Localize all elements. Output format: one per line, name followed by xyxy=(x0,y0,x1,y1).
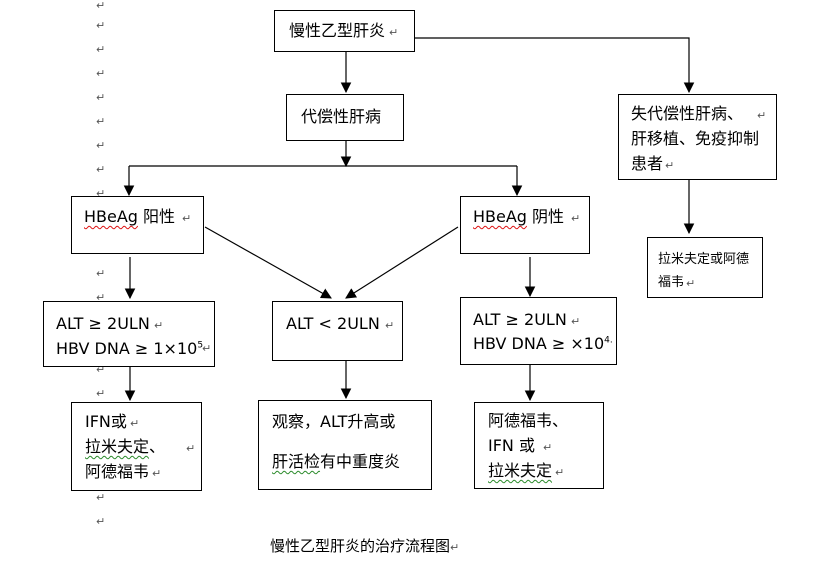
node-label: HBeAg 阳性 xyxy=(84,209,175,225)
paragraph-mark: ↵ xyxy=(96,19,106,32)
node-compensated-liver-disease: 代偿性肝病 xyxy=(286,94,404,141)
node-alt-low: ALT < 2ULN ↵ xyxy=(272,301,403,361)
figure-caption: 慢性乙型肝炎的治疗流程图↵ xyxy=(270,539,459,554)
node-label-line1: ALT ≥ 2ULN xyxy=(473,310,567,329)
node-label-line2: 福韦 xyxy=(658,275,685,290)
node-label-line2: 肝活检有中重度炎 xyxy=(272,454,400,470)
paragraph-mark: ↵ xyxy=(96,139,106,152)
hbeag-term: HBeAg xyxy=(84,207,138,226)
paragraph-mark: ↵ xyxy=(96,187,106,200)
paragraph-mark: ↵ xyxy=(665,159,675,172)
paragraph-mark: ↵ xyxy=(555,466,565,479)
paragraph-mark: ↵ xyxy=(96,491,106,504)
paragraph-mark: ↵ xyxy=(202,342,212,355)
node-label-line1: ALT ≥ 2ULN xyxy=(56,314,150,333)
paragraph-mark: ↵ xyxy=(96,291,106,304)
drug-lamivudine: 拉米夫定 xyxy=(85,437,150,456)
caption-text: 慢性乙型肝炎的治疗流程图 xyxy=(270,537,451,555)
node-treatment-positive: IFN或 ↵ 拉米夫定、 ↵ 阿德福韦 ↵ xyxy=(71,402,202,491)
paragraph-mark: ↵ xyxy=(571,212,581,225)
node-label-line3: 阿德福韦 xyxy=(85,462,150,481)
hbeag-term: HBeAg xyxy=(473,207,527,226)
inflammation-text: 有中重度炎 xyxy=(320,452,401,471)
node-chronic-hepatitis-b: 慢性乙型肝炎 ↵ xyxy=(274,10,415,52)
paragraph-mark: ↵ xyxy=(186,442,196,455)
paragraph-mark: ↵ xyxy=(96,0,106,12)
arrow-chb-to-decompensated xyxy=(415,37,695,94)
node-label-line3: 患者 xyxy=(631,154,664,173)
node-decompensated-treatment: 拉米夫定或阿德 福韦 ↵ xyxy=(647,237,763,298)
paragraph-mark: ↵ xyxy=(96,115,106,128)
paragraph-mark: ↵ xyxy=(152,467,162,480)
paragraph-mark: ↵ xyxy=(96,163,106,176)
node-decompensated-liver-disease: 失代偿性肝病、 ↵ 肝移植、免疫抑制 患者 ↵ xyxy=(618,94,777,180)
node-label-line2: IFN 或 xyxy=(488,436,535,455)
node-label: HBeAg 阴性 xyxy=(473,209,564,225)
threshold-exponent: 4. xyxy=(604,335,613,346)
node-label-line1: IFN或 xyxy=(85,412,127,431)
threshold-exponent: 5 xyxy=(197,340,204,351)
node-label-line1: 拉米夫定或阿德 xyxy=(658,252,750,267)
paragraph-mark: ↵ xyxy=(96,363,106,376)
paragraph-mark: ↵ xyxy=(96,67,106,80)
node-label-line2: 肝移植、免疫抑制 xyxy=(631,129,760,148)
paragraph-mark: ↵ xyxy=(154,319,164,332)
paragraph-mark: ↵ xyxy=(389,26,399,39)
node-label-line3: 拉米夫定 xyxy=(488,463,552,479)
node-alt-high-positive: ALT ≥ 2ULN ↵ HBV DNA ≥ 1×105 ↵ xyxy=(43,301,215,367)
node-label-line2: 拉米夫定、 xyxy=(85,439,165,455)
node-observe: 观察，ALT升高或 肝活检有中重度炎 xyxy=(258,400,432,490)
node-hbeag-positive: HBeAg 阳性 ↵ xyxy=(71,196,204,254)
paragraph-mark: ↵ xyxy=(571,315,581,328)
node-label: ALT < 2ULN xyxy=(286,314,380,333)
paragraph-mark: ↵ xyxy=(130,417,140,430)
paragraph-mark: ↵ xyxy=(757,109,767,122)
node-label-line2: HBV DNA ≥ 1×105 xyxy=(56,341,203,357)
paragraph-mark: ↵ xyxy=(450,541,460,554)
node-label-line1: 失代偿性肝病、 xyxy=(631,104,744,123)
hbv-dna-threshold: HBV DNA ≥ 1×10 xyxy=(56,339,198,358)
hbeag-status: 阴性 xyxy=(526,207,565,226)
paragraph-mark: ↵ xyxy=(182,212,192,225)
arrow-eagneg-to-altlow xyxy=(345,226,459,299)
node-treatment-negative: 阿德福韦、 IFN 或 ↵ 拉米夫定 ↵ xyxy=(474,402,604,489)
liver-biopsy: 肝活检 xyxy=(272,452,321,471)
paragraph-mark: ↵ xyxy=(385,319,395,332)
hbeag-status: 阳性 xyxy=(137,207,176,226)
node-label-line2: HBV DNA ≥ ×104. xyxy=(473,336,613,352)
paragraph-mark: ↵ xyxy=(96,43,106,56)
paragraph-mark: ↵ xyxy=(96,387,106,400)
drug-lamivudine: 拉米夫定 xyxy=(488,461,553,480)
hbv-dna-threshold: HBV DNA ≥ ×10 xyxy=(473,334,605,353)
node-label-line1: 阿德福韦、 xyxy=(488,411,569,430)
node-hbeag-negative: HBeAg 阴性 ↵ xyxy=(460,196,590,254)
arrow-eagpos-to-altlow xyxy=(204,226,332,299)
separator: 、 xyxy=(149,437,166,456)
paragraph-mark: ↵ xyxy=(686,277,696,290)
node-label: 慢性乙型肝炎 xyxy=(289,21,386,40)
paragraph-mark: ↵ xyxy=(96,267,106,280)
node-alt-high-negative: ALT ≥ 2ULN ↵ HBV DNA ≥ ×104. xyxy=(460,297,617,365)
node-label-line1: 观察，ALT升高或 xyxy=(272,412,396,431)
paragraph-mark: ↵ xyxy=(543,441,553,454)
node-label: 代偿性肝病 xyxy=(301,107,382,126)
paragraph-mark: ↵ xyxy=(96,515,106,528)
paragraph-mark: ↵ xyxy=(96,91,106,104)
